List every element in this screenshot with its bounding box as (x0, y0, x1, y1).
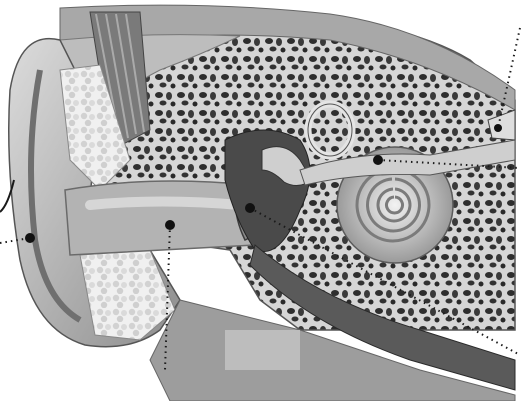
cochlea-marker (373, 155, 383, 165)
ear-canal-marker (165, 220, 175, 230)
nerve-marker (494, 124, 502, 132)
ear-canal (65, 181, 255, 255)
cut-off-caption (0, 362, 523, 401)
outer-ear-marker (25, 233, 35, 243)
ear-canal-highlight (90, 202, 240, 206)
eardrum-marker (245, 203, 255, 213)
